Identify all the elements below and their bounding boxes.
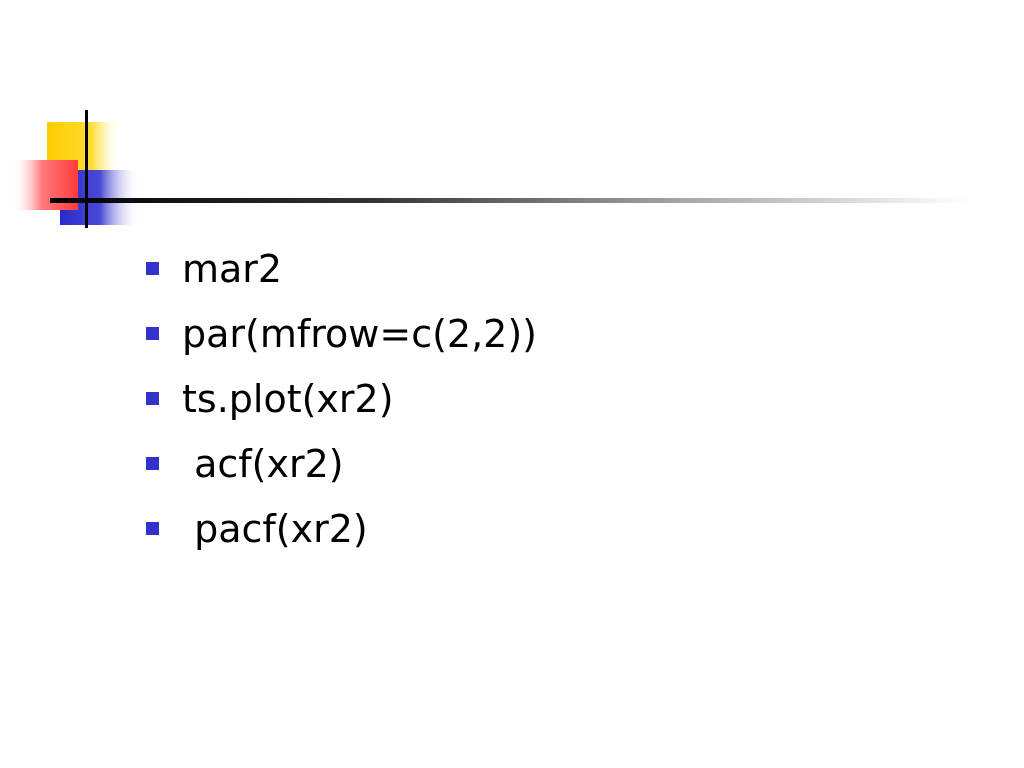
bullet-text: pacf(xr2) <box>182 506 368 551</box>
bullet-item: par(mfrow=c(2,2)) <box>146 301 537 366</box>
horizontal-rule <box>50 198 970 203</box>
bullet-item: pacf(xr2) <box>146 496 537 561</box>
bullet-text: par(mfrow=c(2,2)) <box>182 311 538 356</box>
vertical-rule <box>85 110 88 228</box>
bullet-text: acf(xr2) <box>182 441 344 486</box>
bullet-square-icon <box>146 522 159 535</box>
bullet-item: acf(xr2) <box>146 431 537 496</box>
bullet-square-icon <box>146 262 159 275</box>
bullet-list: mar2 par(mfrow=c(2,2)) ts.plot(xr2) acf(… <box>146 236 537 561</box>
bullet-square-icon <box>146 327 159 340</box>
bullet-square-icon <box>146 457 159 470</box>
bullet-item: mar2 <box>146 236 537 301</box>
bullet-text: ts.plot(xr2) <box>182 376 394 421</box>
bullet-square-icon <box>146 392 159 405</box>
bullet-item: ts.plot(xr2) <box>146 366 537 431</box>
bullet-text: mar2 <box>182 246 283 291</box>
